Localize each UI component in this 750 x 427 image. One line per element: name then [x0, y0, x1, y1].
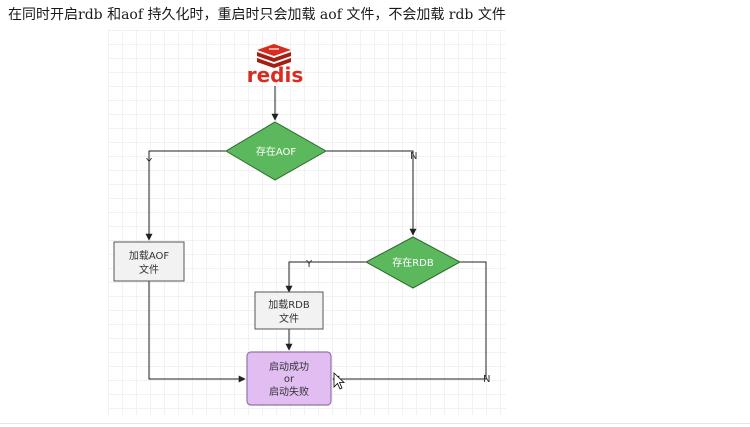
redis-logo-text: redis: [247, 63, 304, 87]
edge-label-yes-rdb: Y: [305, 259, 313, 270]
result-line1: 启动成功: [269, 360, 309, 373]
decision-aof-label: 存在AOF: [256, 145, 297, 158]
bottom-divider: [0, 423, 750, 424]
redis-cube-icon: [257, 44, 291, 68]
edge-rdb-no: [332, 261, 487, 383]
page-heading: 在同时开启rdb 和aof 持久化时，重启时只会加载 aof 文件，不会加载 r…: [8, 7, 506, 23]
process-load-aof-line1: 加载AOF: [129, 250, 170, 262]
edge-rdb-yes: [285, 261, 366, 293]
edge-label-yes-aof: Y: [145, 157, 153, 168]
result-box: 启动成功 or 启动失败: [246, 351, 332, 406]
edge-label-no-rdb: N: [483, 374, 490, 385]
flowchart: redis Y N Y N 存在AOF 存在RDB: [108, 30, 506, 415]
decision-rdb: 存在RDB: [364, 236, 462, 289]
process-load-rdb: 加载RDB 文件: [254, 291, 324, 330]
process-load-rdb-line2: 文件: [279, 312, 299, 325]
edge-label-no-aof: N: [410, 151, 417, 162]
decision-aof: 存在AOF: [225, 121, 328, 181]
result-line2: or: [284, 374, 295, 385]
decision-rdb-label: 存在RDB: [392, 256, 434, 269]
process-load-aof-line2: 文件: [139, 263, 159, 276]
process-load-aof: 加载AOF 文件: [113, 241, 185, 282]
grid-background: [108, 30, 506, 415]
edge-aof-no: [326, 150, 417, 236]
process-load-rdb-line1: 加载RDB: [268, 299, 310, 311]
edge-loadaof-to-result: [148, 281, 246, 383]
connectors: [145, 86, 487, 383]
redis-logo: redis: [247, 44, 304, 87]
result-line3: 启动失败: [269, 385, 309, 398]
flowchart-canvas: redis Y N Y N 存在AOF 存在RDB: [108, 30, 506, 415]
mouse-pointer-icon: [333, 372, 346, 390]
edge-aof-yes: [145, 150, 226, 241]
